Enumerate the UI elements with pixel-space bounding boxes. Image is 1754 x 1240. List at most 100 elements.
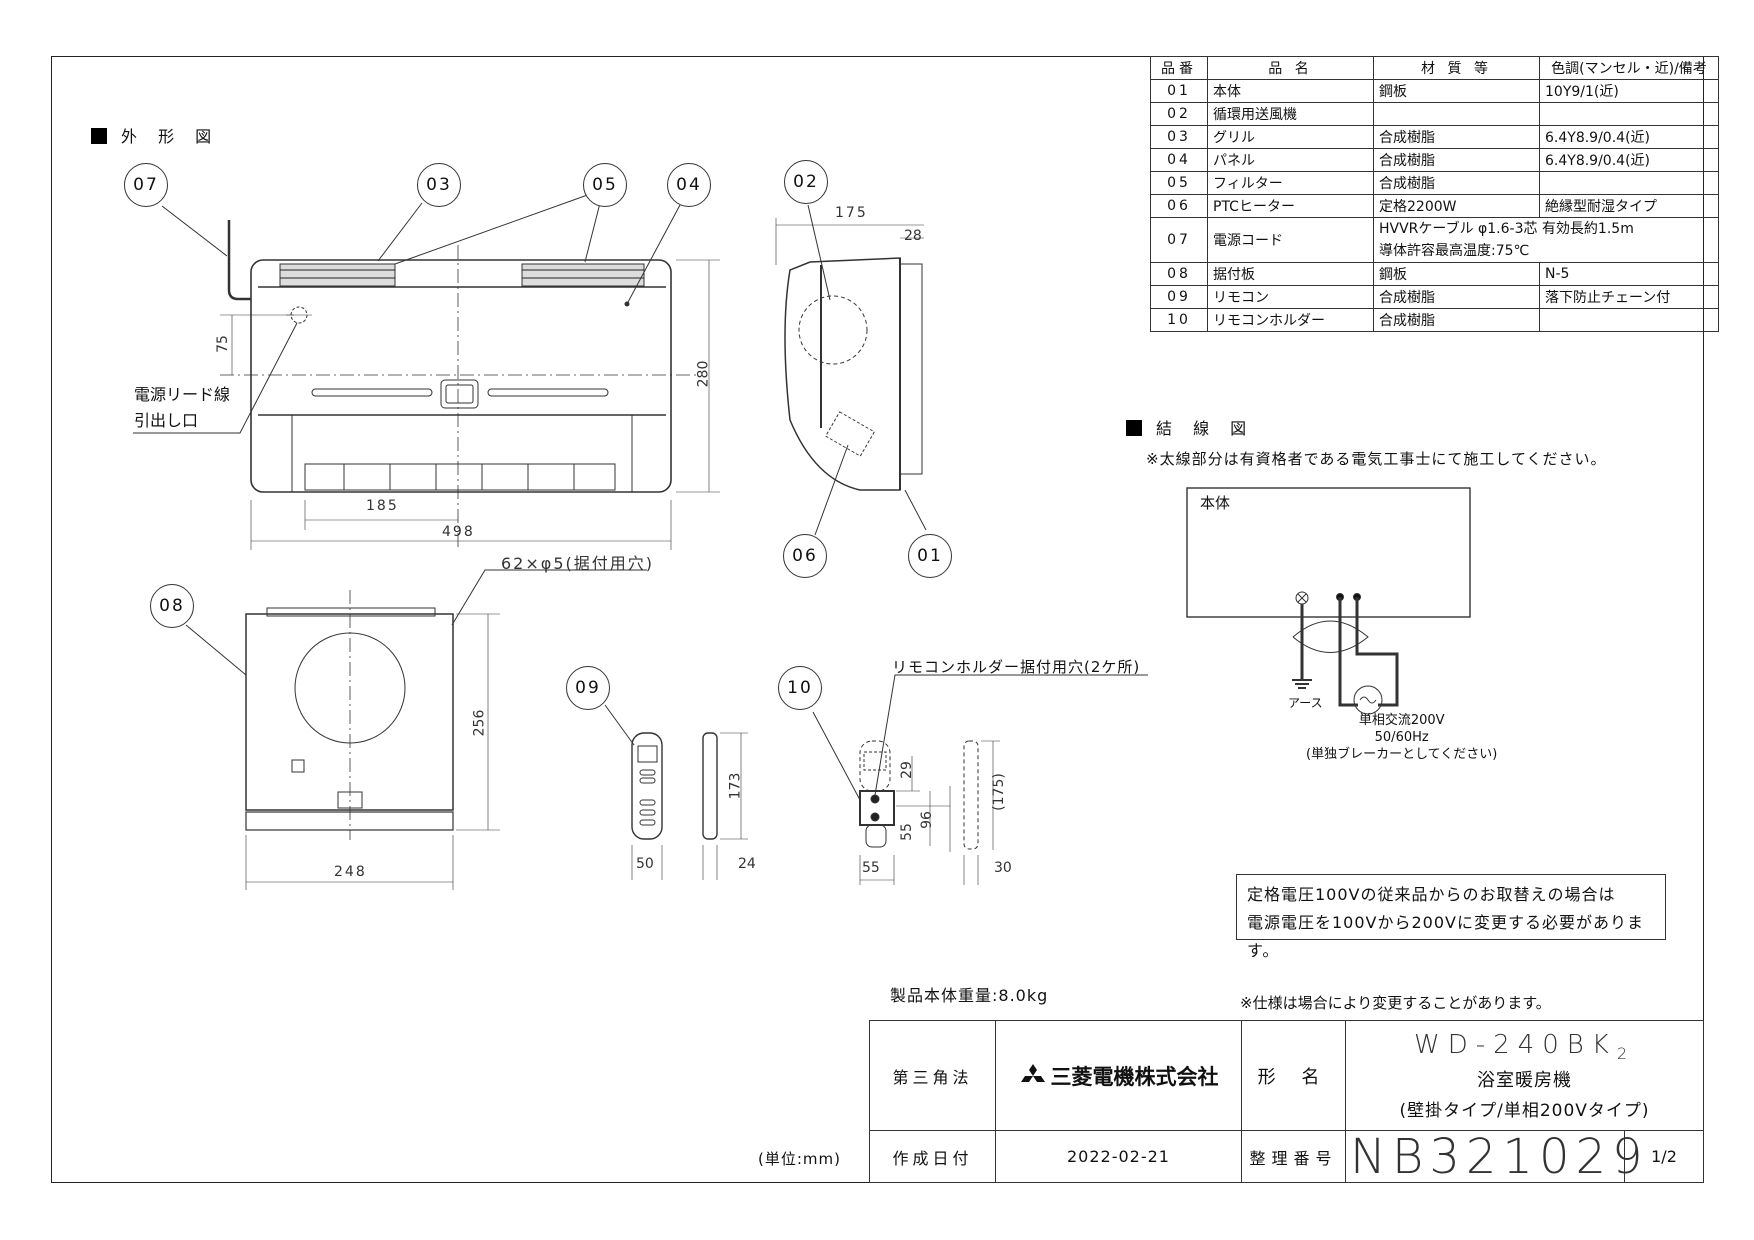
dim-75: 75: [214, 335, 231, 353]
cell-no: 07: [1150, 217, 1208, 263]
notice-line1: 定格電圧100Vの従来品からのお取替えの場合は: [1247, 885, 1616, 904]
cell-color: 6.4Y8.9/0.4(近): [1539, 125, 1719, 149]
balloon-06: 06: [783, 534, 827, 578]
header-material: 材 質 等: [1373, 56, 1540, 80]
dim-55-vertical: 55: [898, 823, 915, 841]
unit-note: (単位:mm): [758, 1150, 841, 1168]
cell-name: PTCヒーター: [1207, 194, 1374, 218]
dim-29: 29: [898, 761, 915, 779]
balloon-08: 08: [150, 584, 194, 628]
dim-248: 248: [334, 864, 367, 880]
cell-material: 合成樹脂: [1373, 308, 1540, 332]
holder-holes-label: リモコンホルダー据付用穴(2ケ所): [892, 658, 1141, 676]
dim-50: 50: [636, 856, 654, 872]
supply-breaker-note: (単独ブレーカーとしてください): [1306, 747, 1498, 762]
dim-185: 185: [366, 498, 399, 514]
cell-no: 05: [1150, 171, 1208, 195]
supply-frequency: 50/60Hz: [1374, 730, 1429, 745]
model-number: WD-240BK2: [1414, 1030, 1635, 1064]
balloon-03: 03: [417, 163, 461, 207]
notice-line2: 電源電圧を100Vから200Vに変更する必要があります。: [1247, 913, 1644, 960]
cord-spec-line1: HVVRケーブル φ1.6-3芯 有効長約1.5m: [1379, 221, 1634, 237]
dim-30: 30: [994, 860, 1012, 876]
cell-name: 電源コード: [1207, 217, 1374, 263]
power-supply-label: 単相交流200V 50/60Hz (単独ブレーカーとしてください): [1306, 712, 1497, 763]
dim-28: 28: [904, 228, 922, 244]
dim-173: 173: [727, 772, 744, 800]
lead-outlet-line2: 引出し口: [134, 411, 199, 430]
bullet-square-icon: [91, 128, 107, 144]
supply-voltage: 単相交流200V: [1358, 713, 1445, 728]
cell-no: 02: [1150, 102, 1208, 126]
wiring-body-box: [1186, 487, 1471, 618]
cell-material: 合成樹脂: [1373, 171, 1540, 195]
balloon-04: 04: [667, 163, 711, 207]
cell-name: パネル: [1207, 148, 1374, 172]
cord-spec-line2: 導体許容最高温度:75℃: [1379, 243, 1530, 259]
cell-no: 08: [1150, 262, 1208, 286]
lead-outlet-line1: 電源リード線: [134, 385, 231, 404]
dim-256: 256: [471, 709, 488, 737]
cell-material: 合成樹脂: [1373, 125, 1540, 149]
outline-section-title: 外 形 図: [91, 123, 219, 147]
company-cell: 三菱電機株式会社: [995, 1020, 1242, 1131]
bullet-square-icon: [1126, 420, 1142, 436]
cell-color: 10Y9/1(近): [1539, 79, 1719, 103]
mitsubishi-logo-icon: [1020, 1063, 1045, 1082]
product-name: 浴室暖房機: [1477, 1069, 1572, 1091]
product-type: (壁掛タイプ/単相200Vタイプ): [1399, 1100, 1650, 1121]
dim-498: 498: [442, 524, 475, 540]
ref-label-cell: 整理番号: [1241, 1130, 1346, 1183]
company-name: 三菱電機株式会社: [1050, 1064, 1219, 1089]
cell-no: 01: [1150, 79, 1208, 103]
dim-plate-holes: 62×φ5(据付用穴): [501, 554, 654, 573]
dim-175: 175: [835, 205, 868, 221]
product-weight: 製品本体重量:8.0kg: [890, 986, 1049, 1005]
title-block: 第三角法 三菱電機株式会社 形 名 WD-240BK2 浴室暖房機 (壁掛タイプ…: [869, 1020, 1704, 1185]
earth-label: アース: [1288, 696, 1323, 710]
dim-175-ref: (175): [990, 773, 1007, 811]
wiring-note: ※太線部分は有資格者である電気工事士にて施工してください。: [1146, 450, 1607, 468]
projection-cell: 第三角法: [869, 1020, 996, 1131]
cell-no: 03: [1150, 125, 1208, 149]
dim-24: 24: [738, 856, 756, 872]
balloon-09: 09: [566, 666, 610, 710]
balloon-02: 02: [784, 160, 828, 204]
main-unit-outline: [250, 259, 672, 493]
date-label-cell: 作成日付: [869, 1130, 996, 1183]
date-cell: 2022-02-21: [995, 1130, 1242, 1183]
balloon-07: 07: [124, 163, 168, 207]
cell-name: 循環用送風機: [1207, 102, 1374, 126]
voltage-notice-box: 定格電圧100Vの従来品からのお取替えの場合は 電源電圧を100Vから200Vに…: [1236, 874, 1666, 960]
cell-material: 合成樹脂: [1373, 285, 1540, 309]
cell-name: 本体: [1207, 79, 1374, 103]
lead-outlet-label: 電源リード線 引出し口: [134, 382, 230, 434]
model-cell: WD-240BK2 浴室暖房機 (壁掛タイプ/単相200Vタイプ): [1345, 1020, 1704, 1131]
dim-96: 96: [918, 811, 935, 829]
ref-number-cell: NB321029: [1345, 1129, 1643, 1185]
balloon-01: 01: [908, 534, 952, 578]
dim-280: 280: [695, 360, 712, 388]
wiring-body-label: 本体: [1200, 494, 1231, 512]
cell-color: [1539, 308, 1719, 332]
cell-name: グリル: [1207, 125, 1374, 149]
balloon-05: 05: [583, 163, 627, 207]
cell-color: [1539, 102, 1719, 126]
cell-no: 10: [1150, 308, 1208, 332]
wiring-section-title: 結 線 図: [1126, 415, 1254, 439]
cell-color: 絶縁型耐湿タイプ: [1539, 194, 1719, 218]
header-color: 色調(マンセル・近)/備考: [1539, 56, 1719, 80]
model-label-cell: 形 名: [1241, 1020, 1346, 1131]
balloon-10: 10: [778, 666, 822, 710]
spec-change-note: ※仕様は場合により変更することがあります。: [1240, 994, 1551, 1012]
cell-color: 落下防止チェーン付: [1539, 285, 1719, 309]
